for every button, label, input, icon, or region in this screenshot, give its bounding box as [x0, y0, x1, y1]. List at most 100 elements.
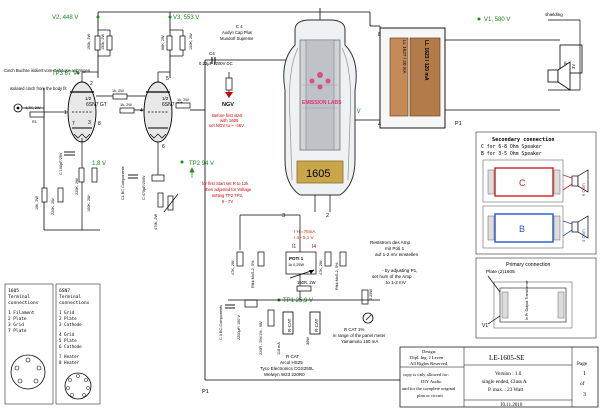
c4-label: C4: [209, 51, 215, 56]
tube-1605: EMISSION LABS 1605: [283, 8, 357, 196]
resistor-r2: 1k, 2W: [112, 89, 128, 100]
pin-label: 2: [90, 81, 93, 87]
svg-text:2 Plate: 2 Plate: [59, 316, 77, 321]
svg-text:Terminal: Terminal: [8, 294, 30, 300]
svg-text:30W: 30W: [306, 337, 310, 345]
pin-3-label: 3: [282, 213, 285, 219]
svg-text:150k, 2W: 150k, 2W: [87, 34, 91, 50]
svg-text:Rtkk MoS-2, 5%: Rtkk MoS-2, 5%: [251, 260, 255, 288]
svg-text:6SN7: 6SN7: [59, 288, 70, 294]
v3-label: V3, 553 V: [173, 15, 199, 21]
svg-text:C 470µF/200V: C 470µF/200V: [142, 175, 146, 200]
svg-text:C for 6-8 Ohm Speaker: C for 6-8 Ohm Speaker: [481, 144, 542, 150]
svg-text:7 Plate: 7 Plate: [8, 328, 27, 334]
rcat-note-4: Welwyn W23 220R0: [264, 372, 305, 377]
copy-3: and for the complete original: [402, 386, 456, 391]
poti-1: POTI 1 1k 0,25W: [285, 251, 317, 279]
secondary-connection-panel: Secondary connection C for 6-8 Ohm Speak…: [475, 131, 597, 255]
i4-label: I 4 - 5,1 V: [294, 235, 314, 240]
tp2-note-1: for first Start set R to 12k: [202, 181, 249, 186]
rest-note-5: set hum of the Amp: [372, 274, 412, 279]
rest-note-1: Reststrom des Amp: [370, 240, 411, 245]
speaker-c-icon: [571, 169, 589, 193]
svg-text:220K, 2W: 220K, 2W: [75, 178, 79, 195]
panel-meter-icon: [362, 312, 374, 324]
v2-label: V2, 448 V: [52, 15, 78, 21]
date-label: 10.11.2010: [500, 403, 523, 408]
tp2-note-4: 6 - 7V: [222, 199, 233, 204]
pot-r-label: 150R, 2W: [297, 280, 316, 285]
resistor-r4: 1k, 2W: [175, 98, 191, 109]
ngv-note-3: set NGV to ~ -46V: [209, 123, 244, 128]
version-label: Version : 1.0: [495, 371, 522, 377]
resistor-r150a: 150k, 2W: [87, 34, 101, 51]
c4-title: C 4: [236, 24, 243, 29]
resistor-small-right: 0.25W: [361, 289, 373, 305]
power-label: P. max. : 23 Watt: [488, 387, 524, 393]
copy-1: copy is only allowed for:: [403, 372, 449, 377]
svg-text:47K, 2W: 47K, 2W: [319, 260, 323, 275]
svg-text:LL 1623 / 120 mA: LL 1623 / 120 mA: [423, 40, 429, 81]
arrow-icon: [189, 167, 195, 178]
terminal-1605-panel: 1605 Terminal connections 1 Filament 2 P…: [4, 283, 54, 405]
resistor-r68: 68K, 2W 100K, 2W: [161, 33, 193, 51]
v18-label: 1,8 V: [92, 161, 106, 167]
ngv-note-2: with 1605: [220, 118, 239, 123]
cap-c3: C 3 BC-Components: [219, 304, 235, 340]
resistor-r10: 10k, 2W: [35, 187, 48, 210]
svg-text:1k, 2W: 1k, 2W: [177, 98, 189, 102]
variable-resistor-icon: [163, 193, 179, 213]
pin-4: 4: [378, 122, 381, 128]
resistor-r220k: 220K, 2W: [51, 187, 64, 215]
rest-note-6: to 1-2 mV: [386, 280, 407, 285]
rcat-side-2: in range of the panel meter: [333, 333, 386, 338]
rcat-b: R-CAT 30W: [306, 311, 321, 345]
svg-text:V1: V1: [482, 323, 488, 329]
ngv-block: NGV: [222, 72, 234, 108]
svg-text:47K, 2W: 47K, 2W: [231, 260, 235, 275]
svg-text:4 Ohm: 4 Ohm: [581, 229, 586, 242]
svg-text:connections: connections: [8, 300, 39, 306]
ngv-note-1: Before first start: [212, 113, 243, 118]
resistor-r220r: 220R - 5%/1% - 9W: [259, 309, 275, 355]
svg-text:7 Heater: 7 Heater: [59, 354, 80, 359]
i4-lbl: I4: [312, 244, 316, 250]
svg-text:Plate (2)1605: Plate (2)1605: [486, 269, 515, 275]
pin-label: 5: [166, 76, 169, 82]
design-1: Design:: [422, 349, 436, 354]
pin-2-label: 2: [326, 213, 329, 219]
svg-text:4 Grid: 4 Grid: [59, 332, 75, 337]
capacitor-c4-icon: [211, 57, 216, 64]
svg-text:1/2: 1/2: [162, 96, 169, 101]
tp2-note-3: setting TP2 TP3,: [212, 193, 243, 198]
project-title: LE-1605-SE: [489, 354, 524, 362]
rcat-side-1: R CAT 1%: [344, 327, 364, 332]
svg-text:R-CAT: R-CAT: [314, 318, 319, 332]
copy-4: plan or circuit: [417, 393, 443, 398]
resistor-r1: 4,7K, 2W R1: [25, 106, 45, 124]
c4-spec: 0,22µF 1200V DC: [199, 61, 233, 66]
svg-text:NGV: NGV: [222, 102, 234, 108]
svg-text:3V: 3V: [571, 64, 576, 69]
copy-2: DIY Audio: [421, 379, 442, 384]
svg-text:0.25W: 0.25W: [369, 289, 373, 300]
rcat-note-1: R CAT: [286, 354, 299, 359]
svg-text:470k, 2W: 470k, 2W: [154, 214, 158, 230]
cinch-note-mid: isolated cinch from the body fit: [10, 86, 67, 91]
svg-text:3 Cathode: 3 Cathode: [59, 322, 82, 327]
pin-8: 8: [378, 32, 381, 38]
svg-text:connections: connections: [59, 300, 90, 306]
rcat-note-3: Tyco Electronics CGS250L: [260, 366, 314, 371]
svg-text:B for 3-5 Ohm Speaker: B for 3-5 Ohm Speaker: [481, 151, 542, 157]
p1-bottom-label: P1: [202, 389, 209, 395]
svg-text:100K, 2W: 100K, 2W: [189, 33, 193, 50]
mode-label: single ended, Class A: [482, 379, 527, 385]
svg-text:Secondary connection: Secondary connection: [492, 137, 554, 143]
resistor-r150b: 150k, 2W: [101, 34, 113, 51]
cinch-note-top: Cinch Buchse isoliert vom Gehäuse anbrin…: [4, 68, 91, 73]
page-label-3: of: [580, 380, 585, 387]
c4-sub2: Mundorf Supreme: [220, 36, 254, 41]
svg-text:4,7K, 2W: 4,7K, 2W: [25, 106, 41, 110]
svg-text:C 3 BC-Components: C 3 BC-Components: [219, 305, 223, 340]
